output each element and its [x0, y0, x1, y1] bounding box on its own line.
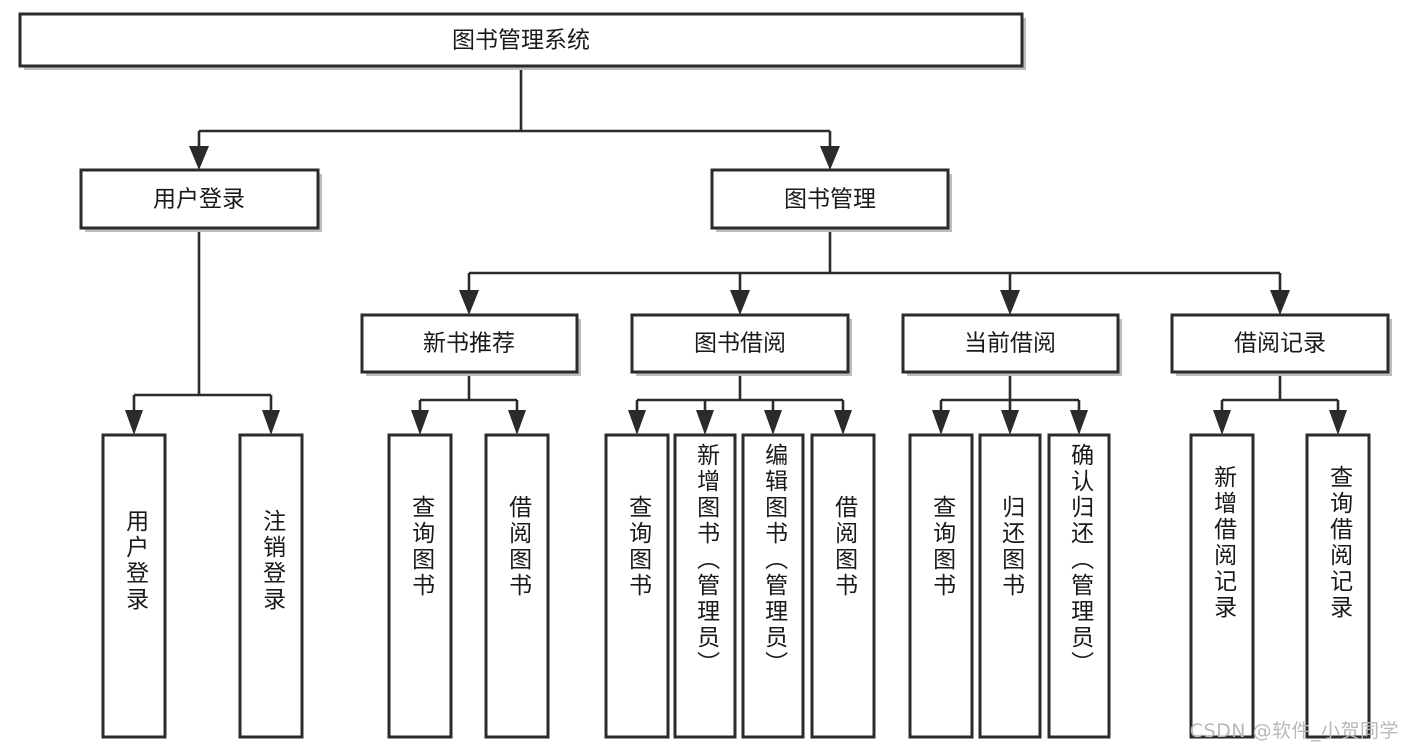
arrow-leaf-12	[1213, 410, 1231, 435]
node-book-management-box	[710, 168, 950, 230]
node-leaf-5[interactable]	[604, 433, 670, 739]
arrow-leaf-5	[628, 410, 646, 435]
arrow-to-new-book	[459, 290, 479, 315]
node-leaf-8[interactable]	[810, 433, 876, 739]
node-book-management-label: 图书管理	[784, 187, 876, 213]
node-book-borrow[interactable]: 图书借阅	[630, 313, 852, 376]
node-user-login-box	[79, 168, 320, 230]
connector-layer	[125, 66, 1347, 435]
arrow-to-book-borrow	[730, 290, 750, 315]
node-root[interactable]: 图书管理系统	[18, 12, 1026, 70]
node-borrow-record[interactable]: 借阅记录	[1170, 313, 1392, 376]
node-new-book-recommend-box	[360, 313, 579, 374]
node-leaf-9-box	[908, 433, 974, 739]
node-leaf-10-box	[978, 433, 1042, 739]
node-leaf-4[interactable]	[484, 433, 550, 739]
arrow-leaf-4	[508, 410, 526, 435]
node-user-login[interactable]: 用户登录	[79, 168, 322, 232]
node-leaf-11[interactable]	[1047, 433, 1111, 739]
node-leaf-1-box	[101, 433, 167, 739]
node-leaf-3[interactable]	[387, 433, 453, 739]
arrow-to-borrow-record	[1270, 290, 1290, 315]
node-leaf-10[interactable]	[978, 433, 1042, 739]
arrow-to-current-borrow	[1000, 290, 1020, 315]
node-root-label: 图书管理系统	[452, 28, 590, 54]
node-root-box	[18, 12, 1024, 68]
node-current-borrow-box	[901, 313, 1120, 374]
node-current-borrow[interactable]: 当前借阅	[901, 313, 1122, 376]
node-book-borrow-box	[630, 313, 850, 374]
node-borrow-record-box	[1170, 313, 1390, 374]
arrow-to-book-mgmt	[820, 146, 840, 170]
node-book-borrow-label: 图书借阅	[694, 331, 786, 357]
node-leaf-4-box	[484, 433, 550, 739]
node-leaf-6[interactable]	[673, 433, 737, 739]
arrow-leaf-10	[1001, 410, 1019, 435]
node-leaf-5-box	[604, 433, 670, 739]
node-leaf-11-box	[1047, 433, 1111, 739]
node-leaf-7-box	[741, 433, 805, 739]
node-leaf-12[interactable]	[1189, 433, 1255, 739]
node-book-management[interactable]: 图书管理	[710, 168, 952, 232]
node-borrow-record-label: 借阅记录	[1234, 331, 1326, 357]
arrow-leaf-2	[262, 410, 280, 435]
arrow-leaf-3	[411, 410, 429, 435]
arrow-leaf-13	[1329, 410, 1347, 435]
node-leaf-13[interactable]	[1305, 433, 1371, 739]
node-leaf-3-box	[387, 433, 453, 739]
node-leaf-13-box	[1305, 433, 1371, 739]
arrow-leaf-7	[764, 410, 782, 435]
arrow-leaf-1	[125, 410, 143, 435]
watermark: CSDN @软件_小贺同学	[1189, 720, 1399, 742]
arrow-leaf-8	[834, 410, 852, 435]
node-leaf-12-box	[1189, 433, 1255, 739]
node-new-book-recommend-label: 新书推荐	[423, 331, 515, 357]
node-user-login-label: 用户登录	[153, 187, 245, 213]
arrow-leaf-6	[696, 410, 714, 435]
node-leaf-7[interactable]	[741, 433, 805, 739]
arrow-to-user-login	[189, 146, 209, 170]
node-new-book-recommend[interactable]: 新书推荐	[360, 313, 581, 376]
arrow-leaf-11	[1070, 410, 1088, 435]
node-leaf-2-box	[238, 433, 304, 739]
node-leaf-6-box	[673, 433, 737, 739]
arrow-leaf-9	[932, 410, 950, 435]
node-current-borrow-label: 当前借阅	[964, 331, 1056, 357]
node-leaf-2[interactable]	[238, 433, 304, 739]
node-leaf-1[interactable]	[101, 433, 167, 739]
node-leaf-8-box	[810, 433, 876, 739]
node-leaf-9[interactable]	[908, 433, 974, 739]
